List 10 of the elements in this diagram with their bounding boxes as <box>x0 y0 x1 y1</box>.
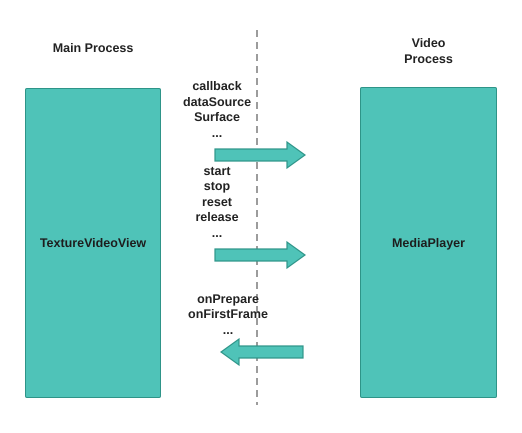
process-heading: Main Process <box>52 40 134 56</box>
block-arrow <box>220 338 304 366</box>
component-name: TextureVideoView <box>40 236 146 250</box>
process-heading: Video Process <box>403 35 454 67</box>
block-arrow <box>214 140 306 170</box>
edge-label: onPrepare onFirstFrame ... <box>188 292 268 338</box>
edge-label: callback dataSource Surface ... <box>182 79 252 141</box>
block-arrow <box>214 240 306 270</box>
component-name: MediaPlayer <box>392 236 465 250</box>
edge-label: start stop reset release ... <box>195 164 239 241</box>
